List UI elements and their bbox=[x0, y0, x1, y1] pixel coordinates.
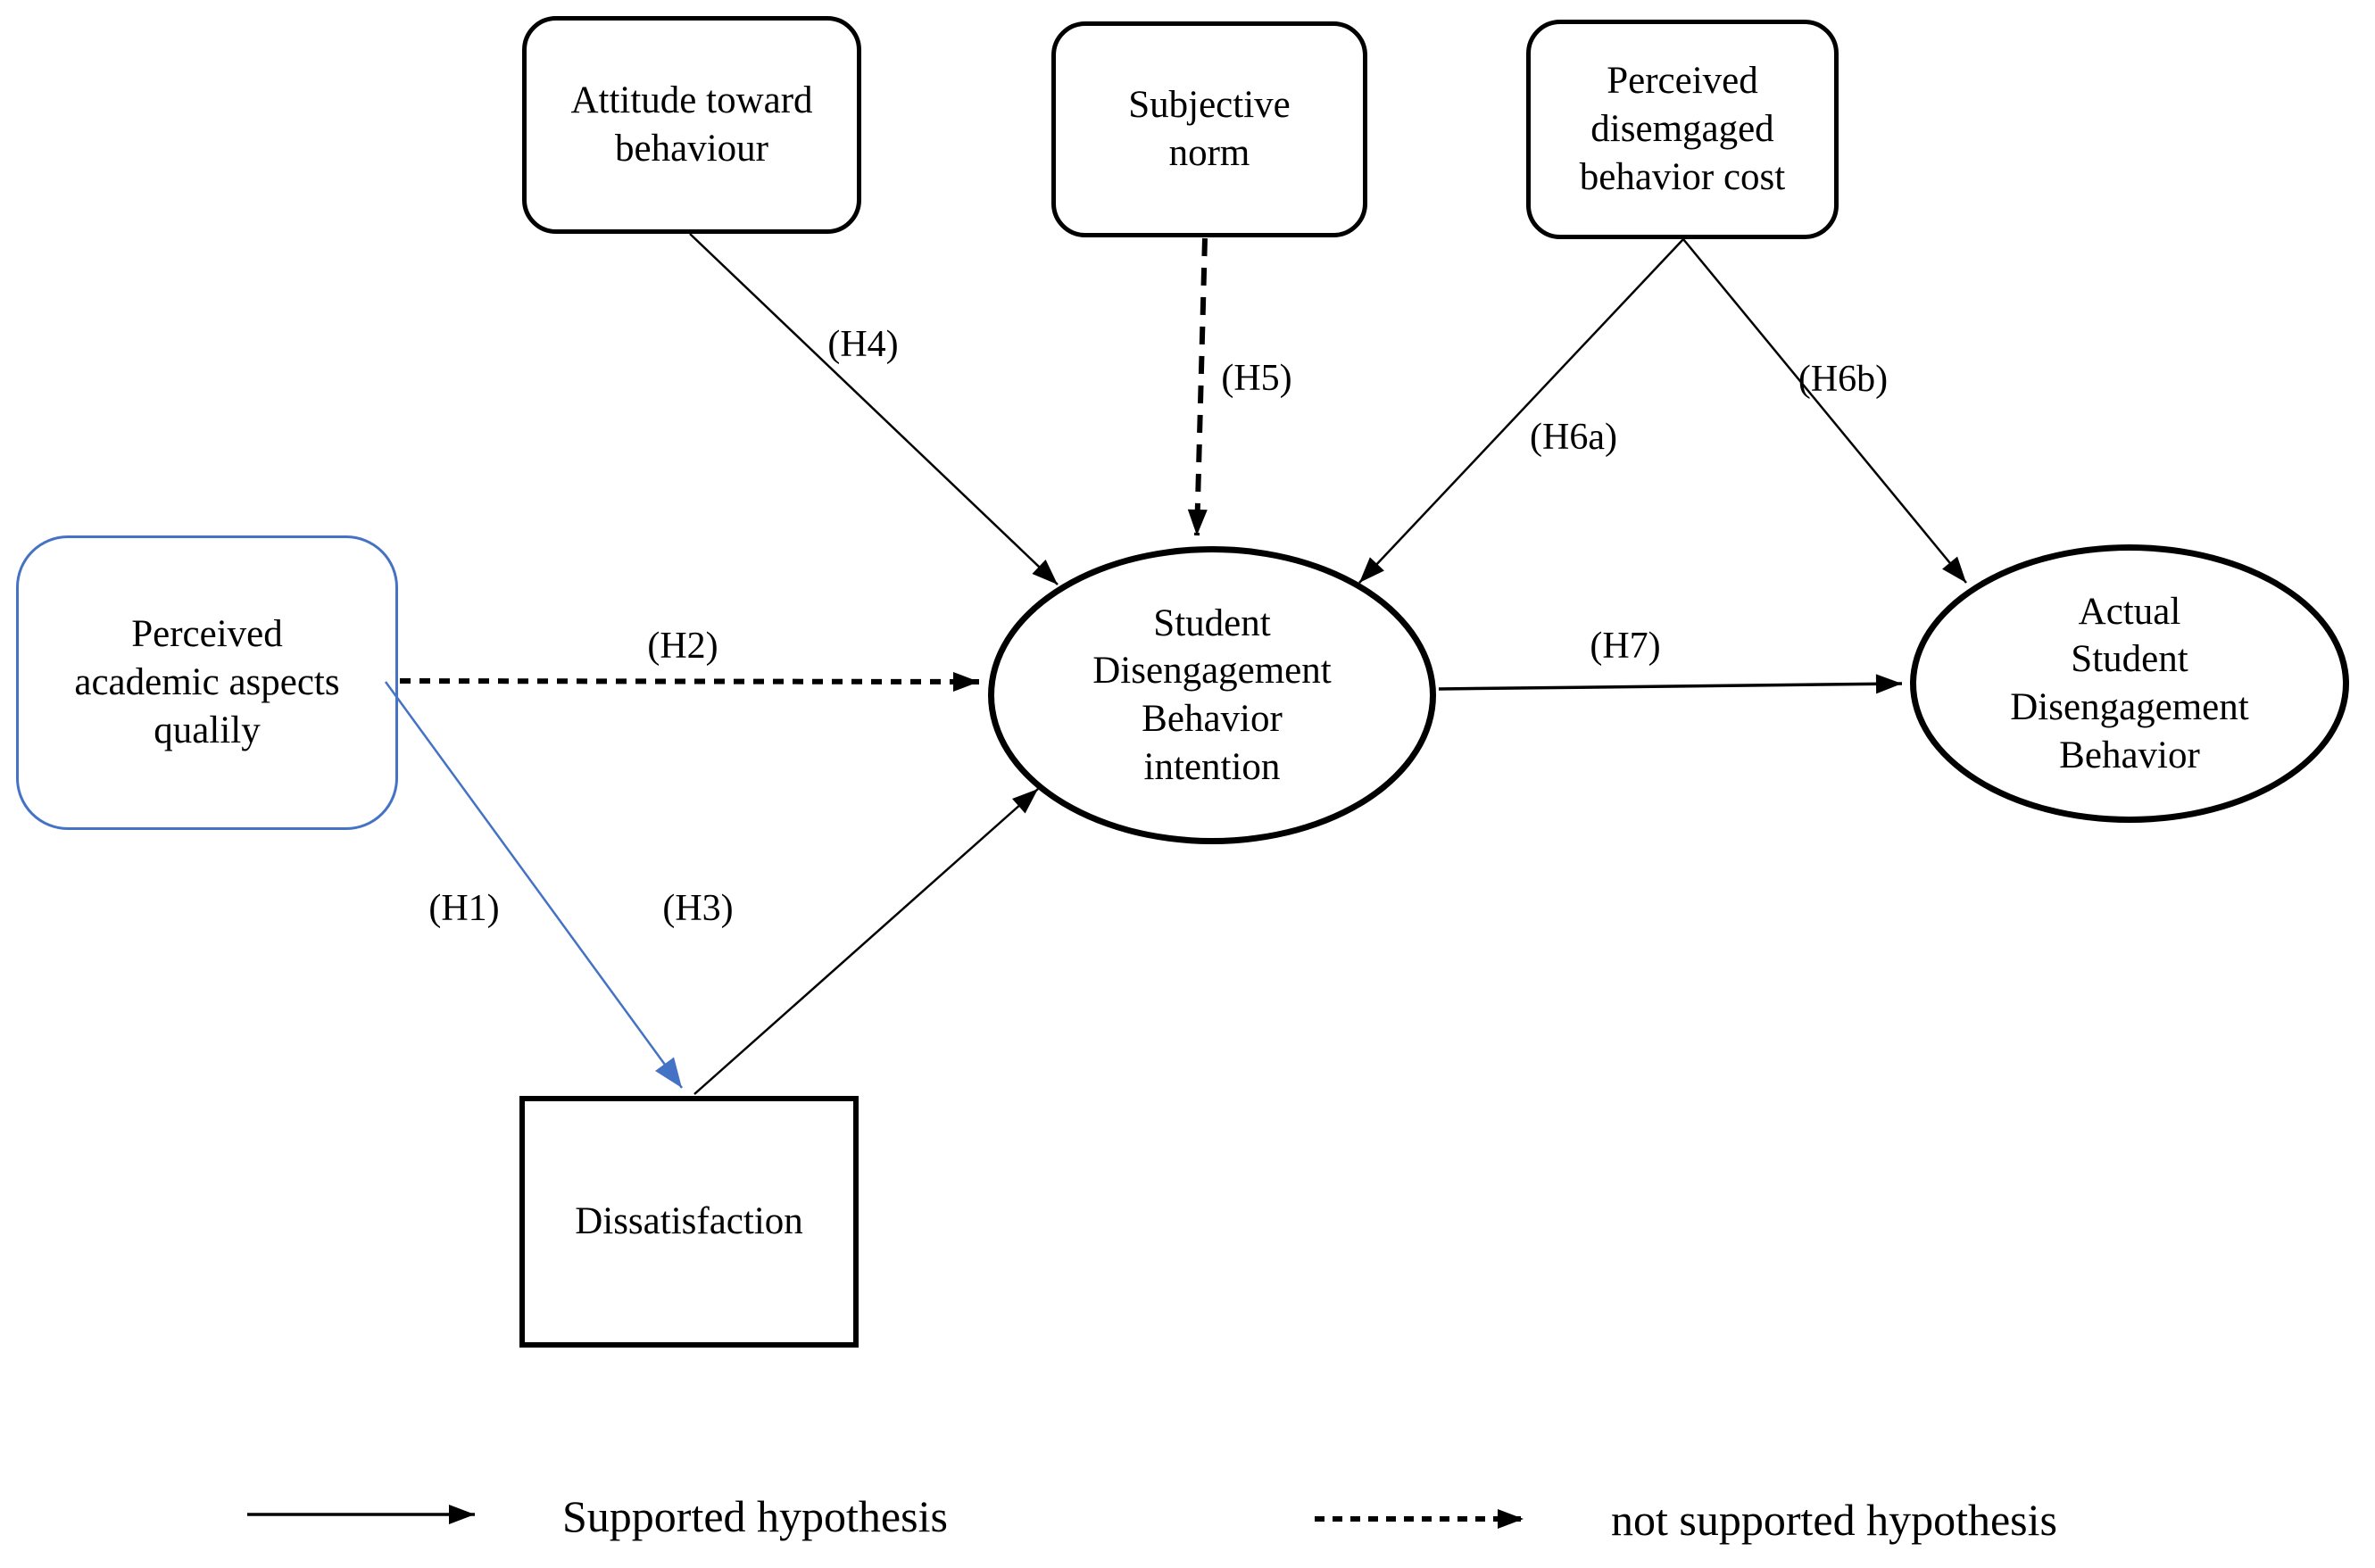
node-intention-label: Student Disengagement Behavior intention bbox=[1092, 601, 1332, 788]
node-subjective-norm-label: Subjective norm bbox=[1128, 84, 1291, 174]
edge-h4-arrow bbox=[689, 233, 1059, 585]
edge-label-h1: (H1) bbox=[428, 888, 500, 929]
edge-label-h7: (H7) bbox=[1590, 626, 1661, 667]
node-actual-student-disengagement-behavior: Actual Student Disengagement Behavior bbox=[1910, 544, 2349, 823]
edge-h6b-arrow bbox=[1682, 238, 1967, 584]
edge-label-h2: (H2) bbox=[647, 626, 718, 667]
node-attitude-toward-behaviour: Attitude toward behaviour bbox=[522, 16, 861, 234]
edge-h1-arrow bbox=[384, 681, 684, 1089]
edge-label-h5: (H5) bbox=[1221, 358, 1292, 399]
legend-supported-label: Supported hypothesis bbox=[562, 1491, 948, 1541]
node-dissatisfaction-label: Dissatisfaction bbox=[575, 1200, 803, 1243]
node-dissatisfaction: Dissatisfaction bbox=[519, 1096, 859, 1348]
legend-not-supported-label: not supported hypothesis bbox=[1611, 1495, 2057, 1545]
edge-h6a-arrow bbox=[1358, 238, 1684, 584]
edge-h7-arrow bbox=[1438, 674, 1903, 694]
node-actual-behavior-label: Actual Student Disengagement Behavior bbox=[2010, 590, 2249, 776]
node-subjective-norm: Subjective norm bbox=[1051, 21, 1367, 237]
node-student-disengagement-behavior-intention: Student Disengagement Behavior intention bbox=[988, 546, 1436, 844]
edge-h2-arrow bbox=[399, 671, 980, 692]
node-perceived-academic-aspects-quality: Perceived academic aspects qualily bbox=[16, 535, 398, 830]
edge-h3-arrow bbox=[693, 788, 1039, 1095]
edge-label-h6a: (H6a) bbox=[1530, 417, 1617, 458]
node-perceived-cost-label: Perceived disemgaged behavior cost bbox=[1579, 60, 1786, 198]
edge-label-h3: (H3) bbox=[662, 888, 734, 929]
node-academic-quality-label: Perceived academic aspects qualily bbox=[74, 613, 340, 751]
edge-h5-arrow bbox=[1187, 237, 1208, 536]
node-attitude-label: Attitude toward behaviour bbox=[570, 79, 813, 170]
edge-label-h6b: (H6b) bbox=[1798, 359, 1889, 400]
node-perceived-disengaged-behavior-cost: Perceived disemgaged behavior cost bbox=[1526, 20, 1839, 239]
edge-label-h4: (H4) bbox=[827, 324, 899, 365]
